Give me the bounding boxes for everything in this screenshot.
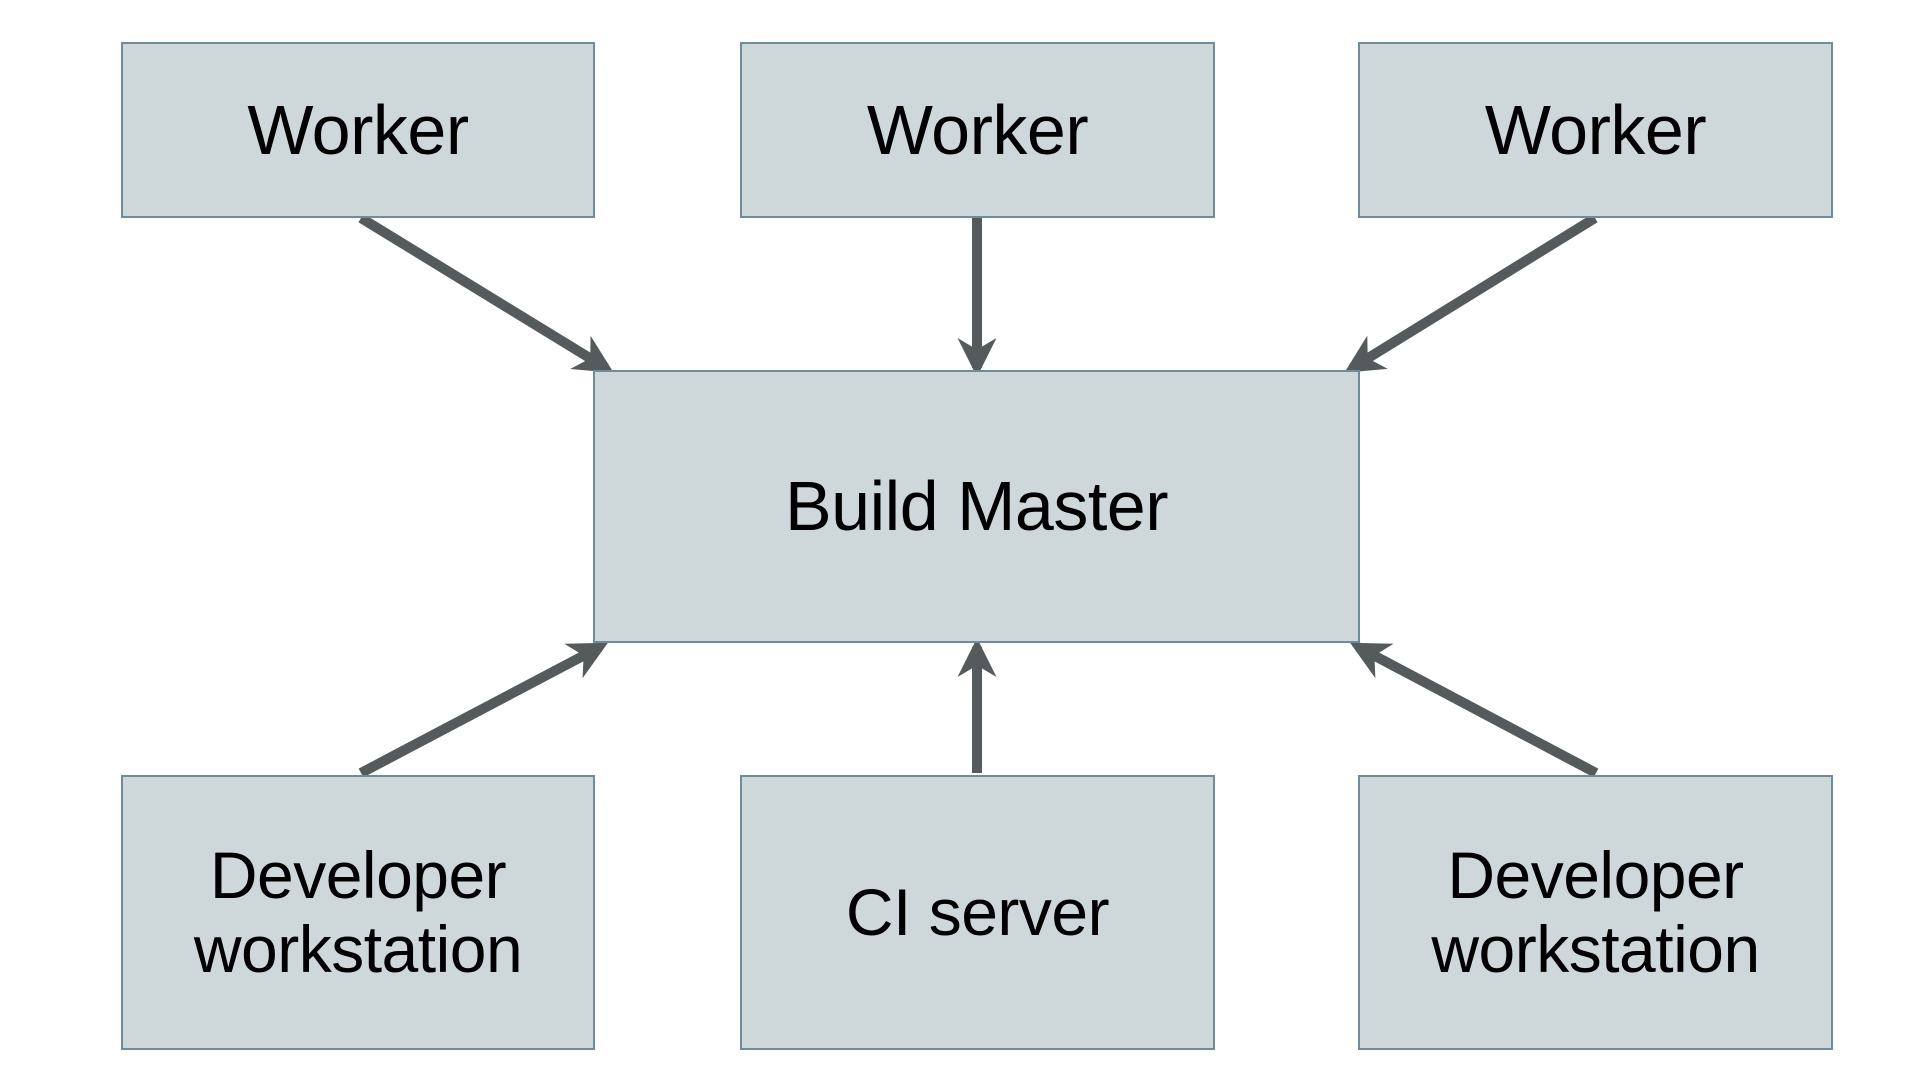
edge-worker1-to-master <box>358 213 614 373</box>
node-label: CI server <box>845 874 1110 949</box>
node-ci-server[interactable]: CI server <box>740 775 1215 1050</box>
node-developer-workstation-left[interactable]: Developer workstation <box>121 775 595 1050</box>
edge-worker3-to-master <box>1344 213 1598 373</box>
node-worker-1[interactable]: Worker <box>121 42 595 218</box>
node-label: Worker <box>866 90 1089 169</box>
node-label: Worker <box>247 90 469 169</box>
node-worker-2[interactable]: Worker <box>740 42 1215 218</box>
node-worker-3[interactable]: Worker <box>1358 42 1833 218</box>
node-developer-workstation-right[interactable]: Developer workstation <box>1358 775 1833 1050</box>
edge-devright-to-master <box>1350 642 1599 778</box>
node-label: Build Master <box>784 467 1169 546</box>
edge-devleft-to-master <box>358 642 608 778</box>
node-label: Developer workstation <box>193 837 523 986</box>
node-build-master[interactable]: Build Master <box>593 370 1360 643</box>
node-label: Developer workstation <box>1431 837 1760 986</box>
node-label: Worker <box>1484 90 1707 169</box>
